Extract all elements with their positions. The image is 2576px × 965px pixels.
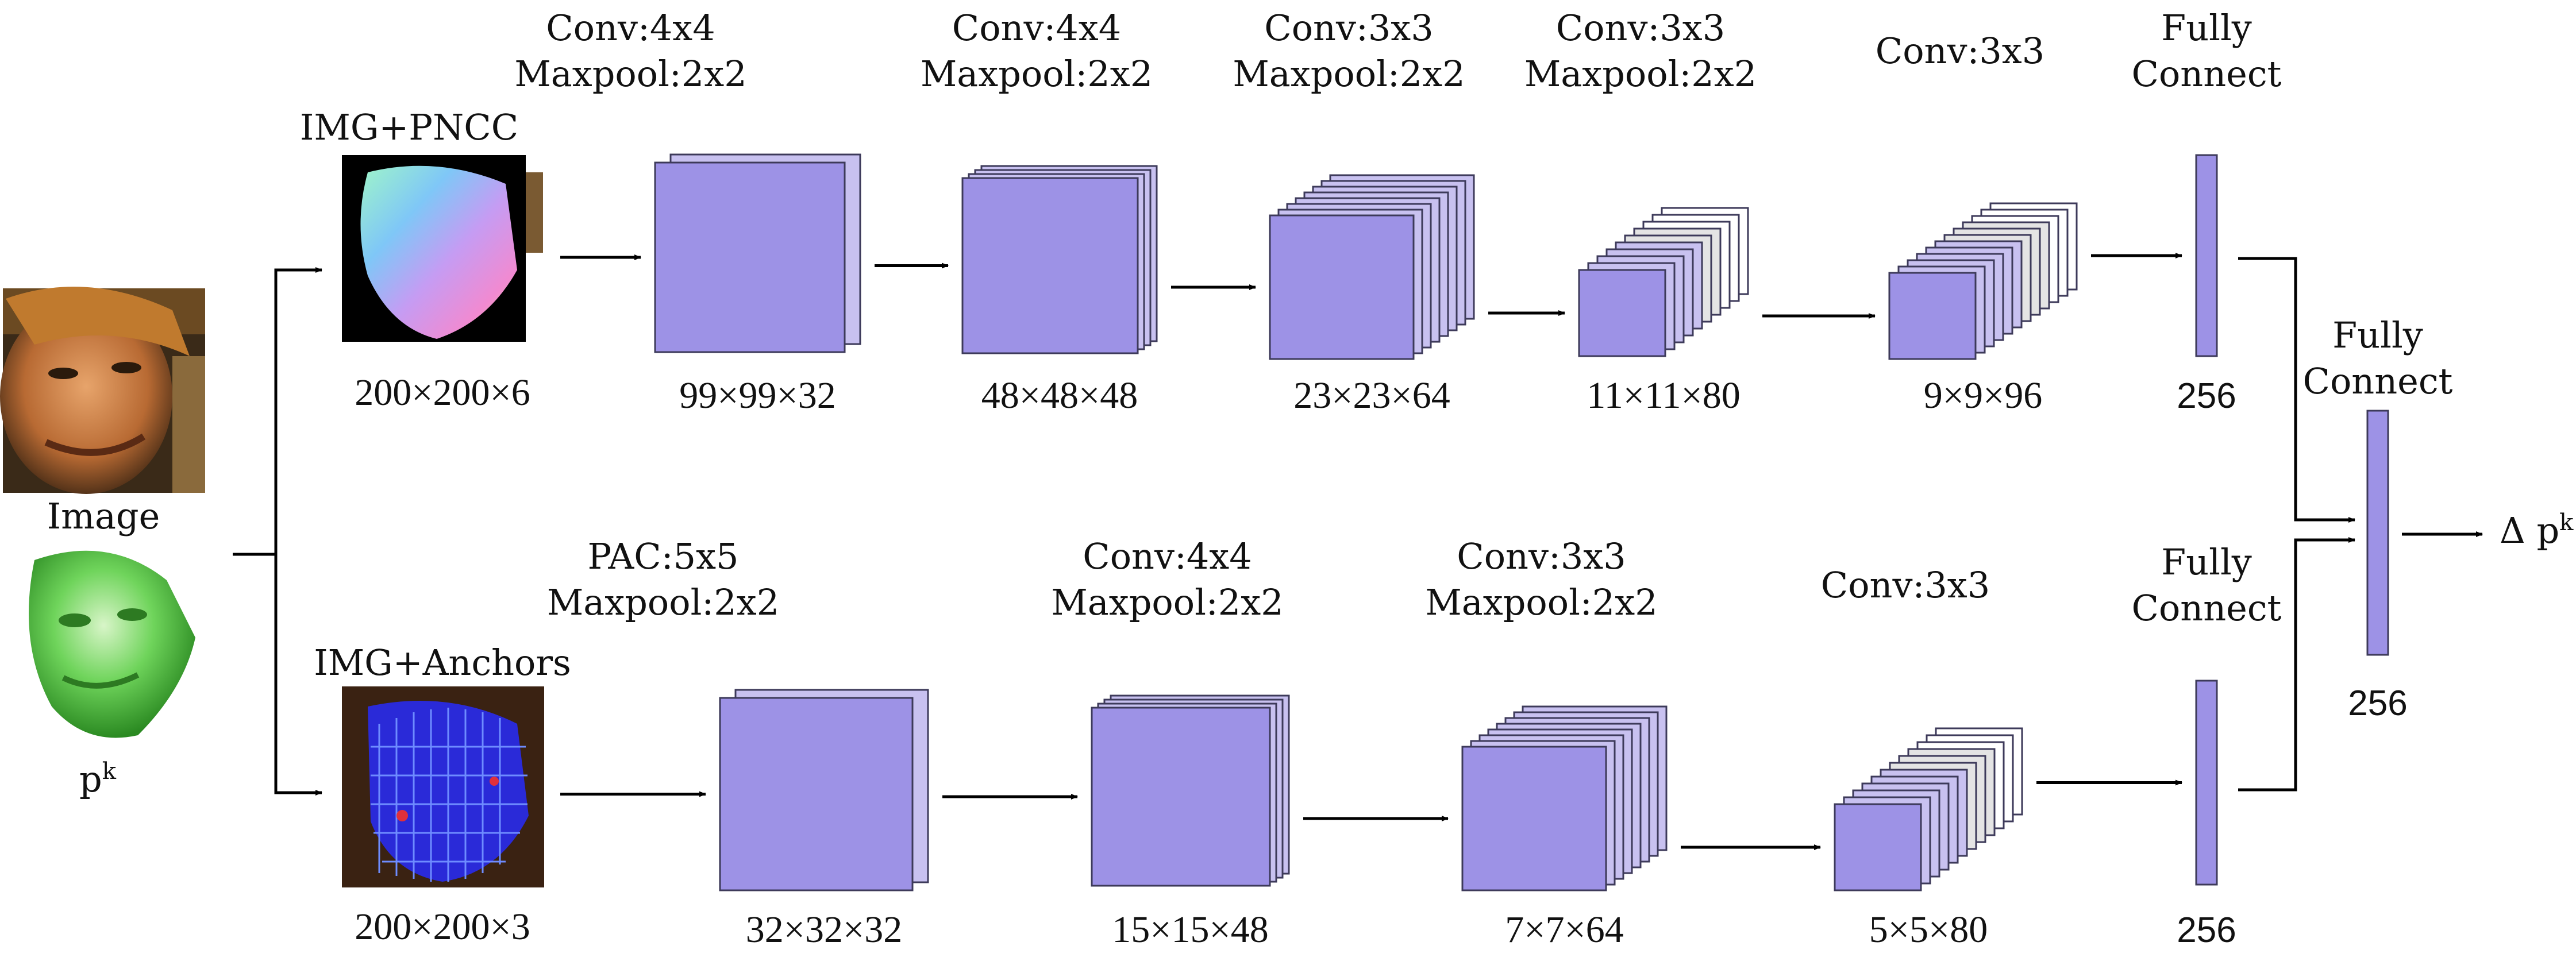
flow-arrows bbox=[560, 253, 2182, 850]
bottom-layer-1-stack bbox=[719, 689, 929, 891]
input-face-photo bbox=[0, 287, 205, 494]
top-layer-1-op1: Conv:4x4 bbox=[546, 7, 715, 49]
top-layer-2-stack bbox=[961, 165, 1158, 354]
bottom-fc-dim: 256 bbox=[2177, 910, 2236, 950]
top-layer-5-op1: Conv:3x3 bbox=[1876, 30, 2044, 72]
bottom-layer-4-stack bbox=[1834, 727, 2023, 891]
merge-fc-line1: Fully bbox=[2332, 314, 2423, 356]
top-fc-line2: Connect bbox=[2132, 53, 2282, 95]
bottom-layer-2-map bbox=[1091, 707, 1271, 887]
pk-label: pk bbox=[79, 758, 117, 800]
bottom-layer-1-dim: 32×32×32 bbox=[746, 909, 902, 951]
bottom-layer-3-stack bbox=[1461, 705, 1668, 891]
top-layer-4-dim: 11×11×80 bbox=[1587, 375, 1741, 416]
bottom-layer-2-op2: Maxpool:2x2 bbox=[1051, 581, 1283, 623]
top-layer-3-stack bbox=[1269, 174, 1475, 360]
bottom-input-label: IMG+Anchors bbox=[314, 642, 571, 684]
bottom-layer-1-op1: PAC:5x5 bbox=[588, 535, 739, 577]
bottom-layer-3-dim: 7×7×64 bbox=[1505, 909, 1623, 951]
top-layer-1-dim: 99×99×32 bbox=[679, 375, 835, 416]
bottom-layer-2-stack bbox=[1091, 694, 1290, 887]
bottom-layer-4-dim: 5×5×80 bbox=[1869, 909, 1988, 951]
layer-blocks bbox=[654, 153, 2218, 891]
input-3d-face-model bbox=[29, 550, 195, 738]
bottom-layer-3-op2: Maxpool:2x2 bbox=[1425, 581, 1657, 623]
merge-fc-bar bbox=[2366, 410, 2389, 656]
layer-labels: Conv:4x4Maxpool:2x299×99×32Conv:4x4Maxpo… bbox=[514, 7, 2281, 951]
image-label: Image bbox=[47, 495, 160, 537]
top-layer-1-stack bbox=[654, 153, 861, 353]
bottom-layer-1-op2: Maxpool:2x2 bbox=[547, 581, 779, 623]
top-layer-3-dim: 23×23×64 bbox=[1293, 375, 1450, 416]
top-layer-3-map bbox=[1269, 214, 1415, 360]
bottom-layer-4-op1: Conv:3x3 bbox=[1821, 564, 1990, 606]
top-input-label: IMG+PNCC bbox=[300, 106, 518, 148]
top-layer-5-dim: 9×9×96 bbox=[1924, 375, 2042, 416]
top-layer-4-op1: Conv:3x3 bbox=[1556, 7, 1725, 49]
bottom-layer-4-map bbox=[1834, 803, 1922, 891]
output-label: Δ pk bbox=[2500, 509, 2574, 551]
top-layer-3-op1: Conv:3x3 bbox=[1264, 7, 1433, 49]
bottom-layer-3-op1: Conv:3x3 bbox=[1457, 535, 1626, 577]
top-layer-1-op2: Maxpool:2x2 bbox=[514, 53, 746, 95]
top-input-dim: 200×200×6 bbox=[355, 372, 530, 414]
bottom-layer-3-map bbox=[1461, 746, 1607, 891]
bottom-fc-bar bbox=[2195, 680, 2218, 886]
bottom-layer-1-map bbox=[719, 697, 914, 891]
bottom-input-dim: 200×200×3 bbox=[355, 906, 530, 948]
top-layer-2-op1: Conv:4x4 bbox=[952, 7, 1121, 49]
top-layer-2-map bbox=[961, 177, 1139, 354]
top-layer-4-op2: Maxpool:2x2 bbox=[1524, 53, 1757, 95]
input-splitter bbox=[233, 267, 322, 796]
bottom-layer-2-op1: Conv:4x4 bbox=[1083, 535, 1252, 577]
top-layer-5-map bbox=[1888, 272, 1977, 360]
top-layer-2-dim: 48×48×48 bbox=[981, 375, 1138, 416]
top-layer-1-map bbox=[654, 161, 846, 353]
pncc-image bbox=[342, 155, 543, 342]
top-layer-5-stack bbox=[1888, 202, 2078, 360]
merge-fc-line2: Connect bbox=[2303, 360, 2453, 402]
bottom-fc-line2: Connect bbox=[2132, 587, 2282, 629]
merge-fc-dim: 256 bbox=[2348, 684, 2407, 723]
top-layer-2-op2: Maxpool:2x2 bbox=[921, 53, 1153, 95]
bottom-fc-line1: Fully bbox=[2161, 541, 2252, 583]
top-fc-bar bbox=[2195, 154, 2218, 357]
top-layer-4-map bbox=[1578, 269, 1666, 357]
merge-lines bbox=[2238, 257, 2483, 792]
top-fc-line1: Fully bbox=[2161, 7, 2252, 49]
top-layer-4-stack bbox=[1578, 207, 1749, 357]
anchors-image bbox=[342, 686, 544, 887]
top-fc-dim: 256 bbox=[2177, 376, 2236, 416]
bottom-layer-2-dim: 15×15×48 bbox=[1112, 909, 1268, 951]
top-layer-3-op2: Maxpool:2x2 bbox=[1233, 53, 1465, 95]
